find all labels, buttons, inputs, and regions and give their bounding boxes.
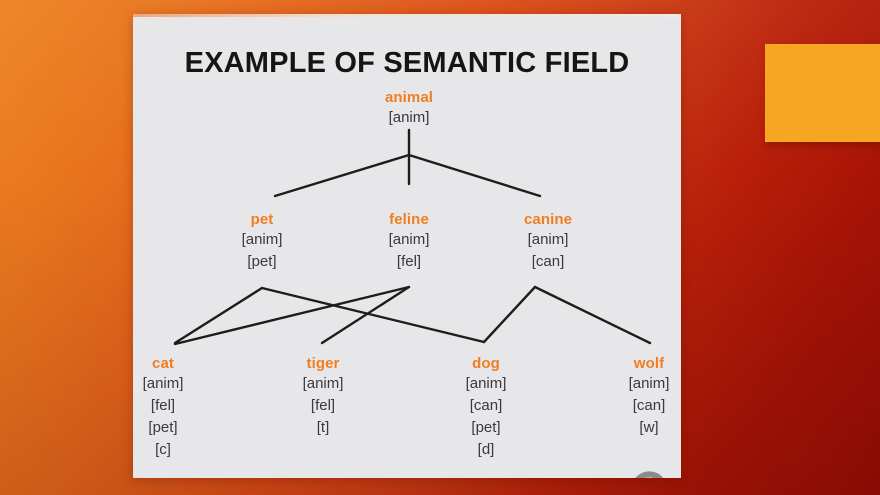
node-feature-tiger-2: [t] (316, 419, 330, 436)
tree-node-cat: cat [anim] [fel] [pet] [c] (133, 354, 223, 461)
node-feature-tiger-1: [fel] (310, 397, 336, 414)
node-feature-cat-1: [fel] (150, 397, 176, 414)
tree-node-animal: animal [anim] (349, 88, 469, 129)
node-feature-dog-0: [anim] (465, 375, 507, 392)
node-feature-cat-0: [anim] (142, 375, 184, 392)
node-label-dog: dog (472, 355, 500, 372)
node-feature-feline-1: [fel] (396, 253, 422, 270)
node-label-feline: feline (389, 211, 429, 228)
node-label-pet: pet (250, 211, 274, 228)
node-feature-pet-1: [pet] (247, 253, 277, 270)
node-label-wolf: wolf (633, 355, 665, 372)
edge-pet-cat (173, 286, 264, 345)
node-feature-animal-0: [anim] (388, 109, 430, 126)
tree-node-tiger: tiger [anim] [fel] [t] (263, 354, 383, 439)
edge-canine-dog (482, 285, 537, 344)
panel-top-highlight (133, 14, 681, 17)
node-feature-dog-1: [can] (469, 397, 503, 414)
node-feature-tiger-0: [anim] (302, 375, 344, 392)
edge-canine-wolf (533, 285, 652, 345)
node-label-animal: animal (384, 89, 434, 106)
node-feature-dog-2: [pet] (471, 419, 501, 436)
edge-animal-pet (273, 153, 411, 198)
edge-animal-canine (407, 153, 542, 198)
node-feature-dog-3: [d] (477, 441, 495, 458)
watermark-logo-icon (635, 471, 664, 478)
node-feature-canine-1: [can] (531, 253, 565, 270)
node-label-tiger: tiger (306, 355, 340, 372)
tree-node-dog: dog [anim] [can] [pet] [d] (426, 354, 546, 461)
tree-node-feline: feline [anim] [fel] (349, 210, 469, 273)
tree-node-wolf: wolf [anim] [can] [w] (589, 354, 681, 439)
node-feature-canine-0: [anim] (527, 231, 569, 248)
tree-node-pet: pet [anim] [pet] (202, 210, 322, 273)
amber-accent-block (765, 44, 880, 142)
content-panel: EXAMPLE OF SEMANTIC FIELD animal (133, 14, 681, 478)
node-feature-cat-2: [pet] (148, 419, 178, 436)
tree-connector-lines (173, 128, 652, 346)
node-feature-wolf-0: [anim] (628, 375, 670, 392)
node-label-canine: canine (523, 211, 573, 228)
node-feature-feline-0: [anim] (388, 231, 430, 248)
edge-feline-cat (173, 285, 411, 346)
node-feature-wolf-1: [can] (632, 397, 666, 414)
node-label-cat: cat (152, 355, 174, 372)
edge-pet-dog (260, 286, 486, 344)
node-feature-cat-3: [c] (155, 441, 171, 458)
edge-feline-tiger (320, 285, 411, 345)
page-title: EXAMPLE OF SEMANTIC FIELD (184, 47, 630, 79)
tree-node-canine: canine [anim] [can] (488, 210, 608, 273)
node-feature-pet-0: [anim] (241, 231, 283, 248)
node-feature-wolf-2: [w] (639, 419, 659, 436)
